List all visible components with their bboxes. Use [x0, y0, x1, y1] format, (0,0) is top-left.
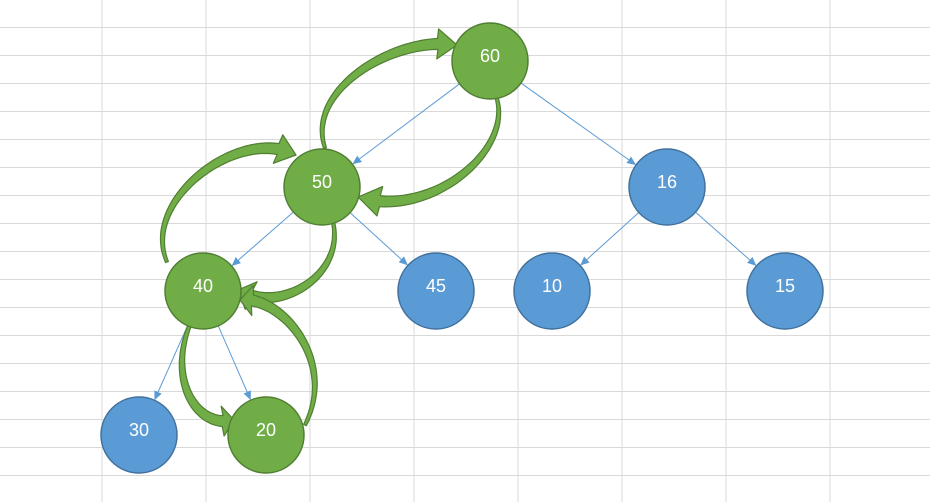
tree-node-15: 15 [746, 252, 824, 330]
node-circle [227, 396, 305, 474]
tree-nodes: 60 50 16 40 45 10 15 30 20 [100, 22, 824, 474]
node-circle [397, 252, 475, 330]
node-label: 16 [657, 172, 677, 192]
node-circle [451, 22, 529, 100]
node-label: 20 [256, 420, 276, 440]
node-label: 40 [193, 276, 213, 296]
node-circle [283, 148, 361, 226]
tree-edge-40-20 [217, 325, 251, 401]
traversal-arrow-40-to-50 [159, 134, 297, 264]
tree-edge-40-30 [154, 325, 189, 401]
traversal-arrow-50-to-60 [319, 28, 458, 150]
tree-edge-50-40 [231, 211, 294, 266]
traversal-arrow-40-to-20 [178, 316, 235, 437]
tree-edge-60-50 [352, 83, 460, 165]
tree-edges [154, 82, 757, 401]
tree-edge-16-15 [695, 211, 757, 266]
tree-node-30: 30 [100, 396, 178, 474]
node-label: 15 [775, 276, 795, 296]
tree-edge-16-10 [580, 212, 640, 266]
traversal-arrows [159, 28, 502, 437]
traversal-arrow-60-to-50 [357, 94, 502, 217]
traversal-arrow-20-to-40 [239, 284, 318, 427]
tree-edge-60-16 [520, 82, 637, 165]
tree-node-50: 50 [283, 148, 361, 226]
tree-node-10: 10 [513, 252, 591, 330]
tree-node-16: 16 [628, 148, 706, 226]
node-label: 50 [312, 172, 332, 192]
tree-edge-50-45 [349, 212, 408, 266]
node-circle [628, 148, 706, 226]
node-label: 30 [129, 420, 149, 440]
node-circle [164, 252, 242, 330]
node-circle [100, 396, 178, 474]
tree-node-60: 60 [451, 22, 529, 100]
node-label: 60 [480, 46, 500, 66]
node-circle [746, 252, 824, 330]
node-circle [513, 252, 591, 330]
node-label: 10 [542, 276, 562, 296]
tree-node-45: 45 [397, 252, 475, 330]
node-label: 45 [426, 276, 446, 296]
tree-node-20: 20 [227, 396, 305, 474]
tree-node-40: 40 [164, 252, 242, 330]
